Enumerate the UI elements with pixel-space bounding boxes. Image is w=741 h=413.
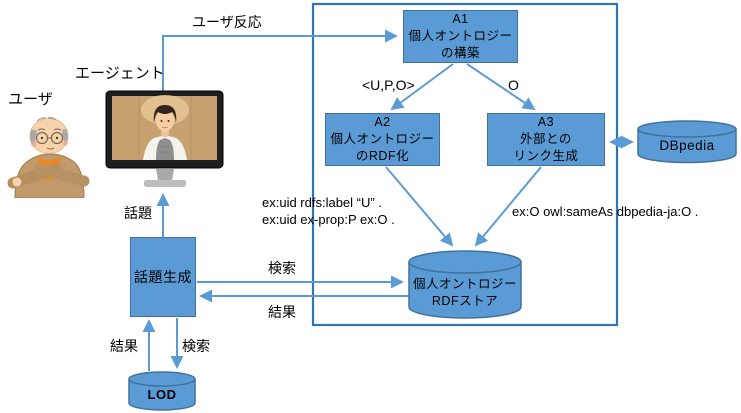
label-upo: <U,P,O> — [362, 77, 415, 93]
box-a2-line2: のRDF化 — [355, 149, 410, 163]
arrow-a1-a2 — [390, 63, 454, 111]
label-result-lod: 結果 — [110, 338, 138, 354]
label-search-store: 検索 — [268, 260, 296, 276]
arrow-a2-store — [385, 166, 454, 247]
system-boundary-frame — [311, 2, 619, 327]
arrow-a3-store — [474, 166, 542, 247]
box-a3-line2: リンク生成 — [513, 149, 579, 163]
agent-label: エージェント — [75, 65, 165, 82]
arrow-user-reaction — [162, 29, 398, 92]
lod-cylinder-shape — [128, 371, 196, 411]
rdf-store-line1: 個人オントロジー — [412, 277, 517, 291]
agent-monitor — [105, 90, 224, 187]
box-a1-line1: 個人オントロジー — [408, 29, 513, 43]
box-a3-title: A3 — [537, 115, 555, 129]
label-triples: ex:uid rdfs:label “U” . ex:uid ex-prop:P… — [262, 194, 395, 228]
arrow-a1-a3 — [466, 63, 536, 111]
box-a3: A3 外部との リンク生成 — [487, 113, 605, 166]
box-a2-title: A2 — [374, 115, 391, 129]
label-search-lod: 検索 — [182, 338, 210, 354]
dbpedia-datastore: DBpedia — [637, 120, 737, 164]
dbpedia-label: DBpedia — [659, 138, 715, 153]
label-topic: 話題 — [124, 205, 152, 221]
label-result-store: 結果 — [268, 304, 296, 320]
dbpedia-cylinder-shape — [637, 120, 737, 164]
box-a2-line1: 個人オントロジー — [330, 132, 435, 146]
box-a1: A1 個人オントロジー の構築 — [403, 10, 518, 63]
rdf-store-datastore: 個人オントロジー RDFストア — [408, 250, 522, 320]
label-o: O — [508, 77, 519, 93]
label-triple-prop: ex:uid ex-prop:P ex:O . — [262, 212, 395, 227]
box-topic-generation-label: 話題生成 — [134, 268, 192, 285]
lod-label: LOD — [147, 387, 177, 402]
box-topic-generation: 話題生成 — [130, 237, 196, 317]
label-sameas: ex:O owl:sameAs dbpedia-ja:O . — [512, 204, 699, 219]
user-label: ユーザ — [8, 91, 53, 108]
label-user-reaction: ユーザ反応 — [192, 14, 262, 30]
box-a3-line1: 外部との — [520, 132, 572, 146]
box-a2: A2 個人オントロジー のRDF化 — [325, 113, 440, 166]
box-a1-line2: の構築 — [440, 46, 480, 60]
rdf-store-line2: RDFストア — [431, 294, 499, 308]
lod-datastore: LOD — [128, 371, 196, 412]
box-a1-title: A1 — [452, 12, 469, 26]
rdf-store-cylinder-shape — [408, 250, 522, 319]
label-triple-rdfs: ex:uid rdfs:label “U” . — [262, 195, 382, 210]
elderly-user-illustration — [7, 117, 90, 198]
